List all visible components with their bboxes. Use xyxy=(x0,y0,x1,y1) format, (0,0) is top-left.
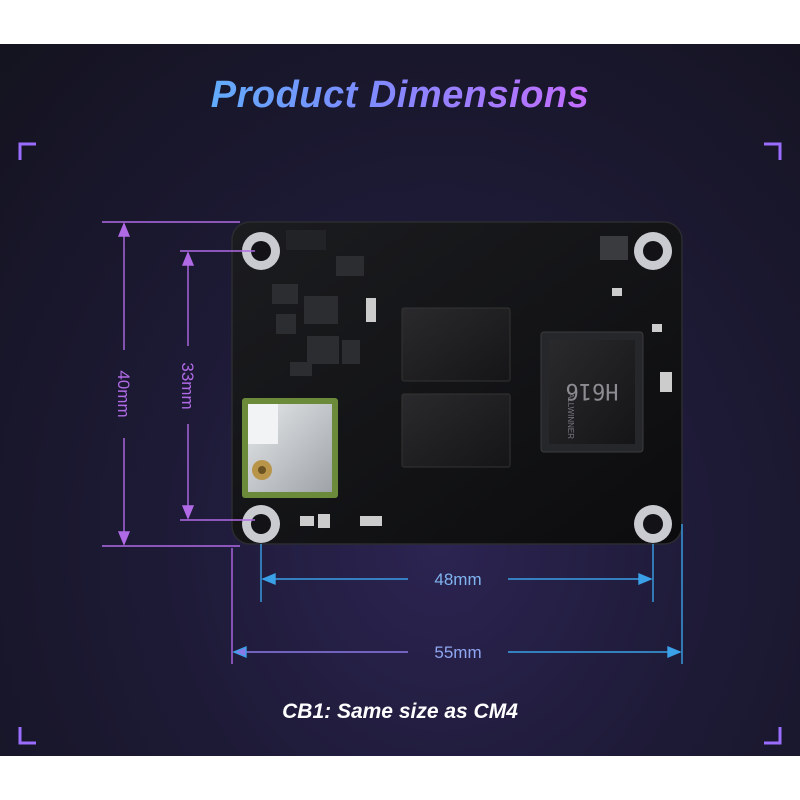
wifi-module xyxy=(242,398,338,498)
mounting-hole-icon xyxy=(242,232,672,543)
memory-chip-bottom xyxy=(401,393,511,468)
corner-top-right xyxy=(764,142,782,160)
dimension-diagram: 40mm 33mm 48mm 55mm H616 ALLWINNER xyxy=(18,142,782,745)
page-title: Product Dimensions xyxy=(0,74,800,117)
soc-brand: ALLWINNER xyxy=(566,393,575,439)
width-outer-label: 55mm xyxy=(434,643,481,662)
width-holes-label: 48mm xyxy=(434,570,481,589)
pcb-components xyxy=(272,230,672,528)
corner-bottom-right xyxy=(764,727,782,745)
memory-chip-top xyxy=(401,307,511,382)
horizontal-dimensions xyxy=(232,524,683,664)
soc-label: H616 xyxy=(566,378,619,403)
soc-chip xyxy=(540,331,644,453)
corner-top-left xyxy=(18,142,36,160)
vertical-dimensions xyxy=(102,221,255,664)
cb1-board xyxy=(231,221,683,545)
corner-bottom-left xyxy=(18,727,36,745)
height-outer-label: 40mm xyxy=(114,370,133,417)
height-holes-label: 33mm xyxy=(178,362,197,409)
product-dimensions-panel: Product Dimensions xyxy=(0,44,800,756)
caption: CB1: Same size as CM4 xyxy=(282,700,518,723)
corner-brackets xyxy=(18,142,782,745)
